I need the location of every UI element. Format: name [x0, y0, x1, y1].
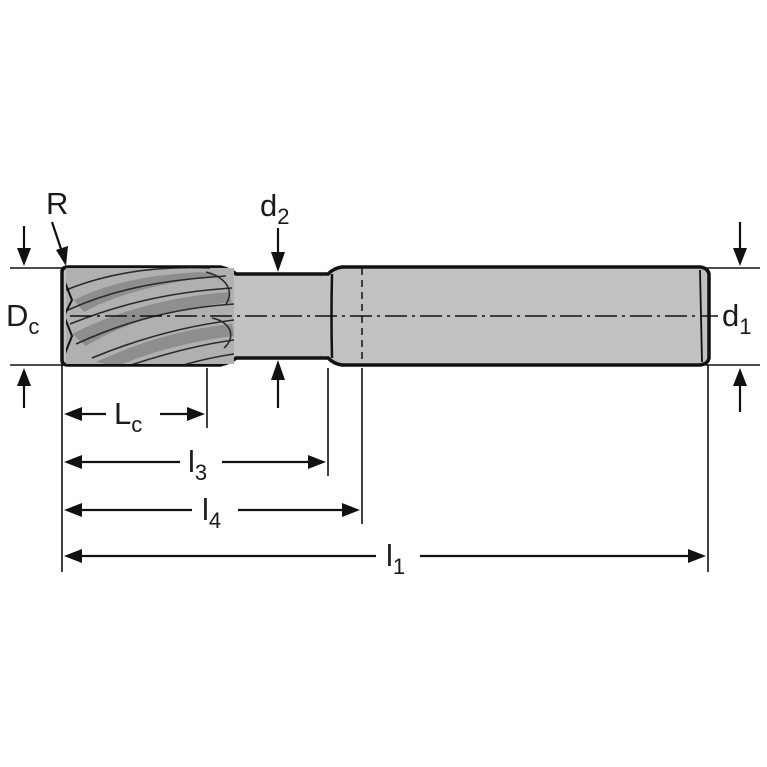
- dimension-r: R: [46, 186, 68, 266]
- label-lc: Lc: [114, 396, 142, 437]
- label-d1: d1: [722, 298, 752, 339]
- flute-groove-2: [72, 292, 232, 346]
- label-l1: l1: [386, 538, 405, 579]
- dimension-d1: d1: [722, 222, 752, 412]
- dimension-l4: l4: [64, 492, 360, 533]
- label-dc: Dc: [6, 298, 39, 339]
- label-r: R: [46, 186, 68, 221]
- dimension-l1: l1: [64, 538, 706, 579]
- dimension-d2: d2: [260, 188, 290, 408]
- flute-groove-3: [96, 324, 234, 364]
- dimension-lc: Lc: [64, 396, 205, 437]
- extension-lines: [10, 267, 760, 572]
- dimension-l3: l3: [64, 444, 326, 485]
- label-d2: d2: [260, 188, 290, 229]
- dimension-dc: Dc: [6, 226, 39, 408]
- flute-groove-1: [74, 272, 220, 312]
- end-mill-body: [60, 265, 718, 367]
- label-l4: l4: [202, 492, 221, 533]
- label-l3: l3: [188, 444, 207, 485]
